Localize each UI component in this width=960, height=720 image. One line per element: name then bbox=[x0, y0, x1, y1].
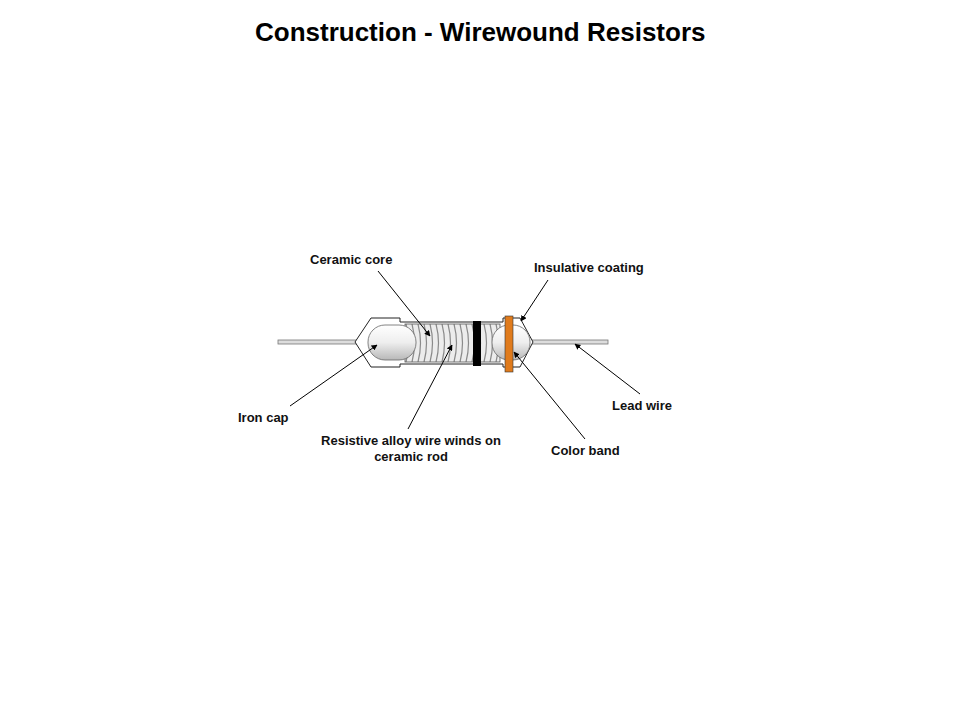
part-label: Resistive alloy wire winds on ceramic ro… bbox=[311, 433, 511, 465]
part-label: Ceramic core bbox=[310, 252, 392, 268]
part-label: Color band bbox=[551, 443, 620, 459]
part-label: Insulative coating bbox=[534, 260, 644, 276]
lead-wire bbox=[526, 340, 608, 344]
part-label: Iron cap bbox=[238, 410, 289, 426]
iron-cap bbox=[368, 325, 416, 360]
leader-lines bbox=[290, 271, 640, 439]
leader-line bbox=[521, 280, 548, 321]
leader-line bbox=[575, 344, 640, 394]
leader-line bbox=[378, 271, 430, 336]
page-title: Construction - Wirewound Resistors bbox=[255, 17, 705, 47]
part-label: Lead wire bbox=[612, 398, 672, 414]
leader-line bbox=[408, 345, 452, 429]
wire-winding bbox=[405, 324, 500, 362]
leader-line bbox=[514, 352, 585, 439]
color-band bbox=[473, 321, 481, 366]
color-band bbox=[505, 316, 513, 372]
leader-line bbox=[290, 345, 377, 406]
